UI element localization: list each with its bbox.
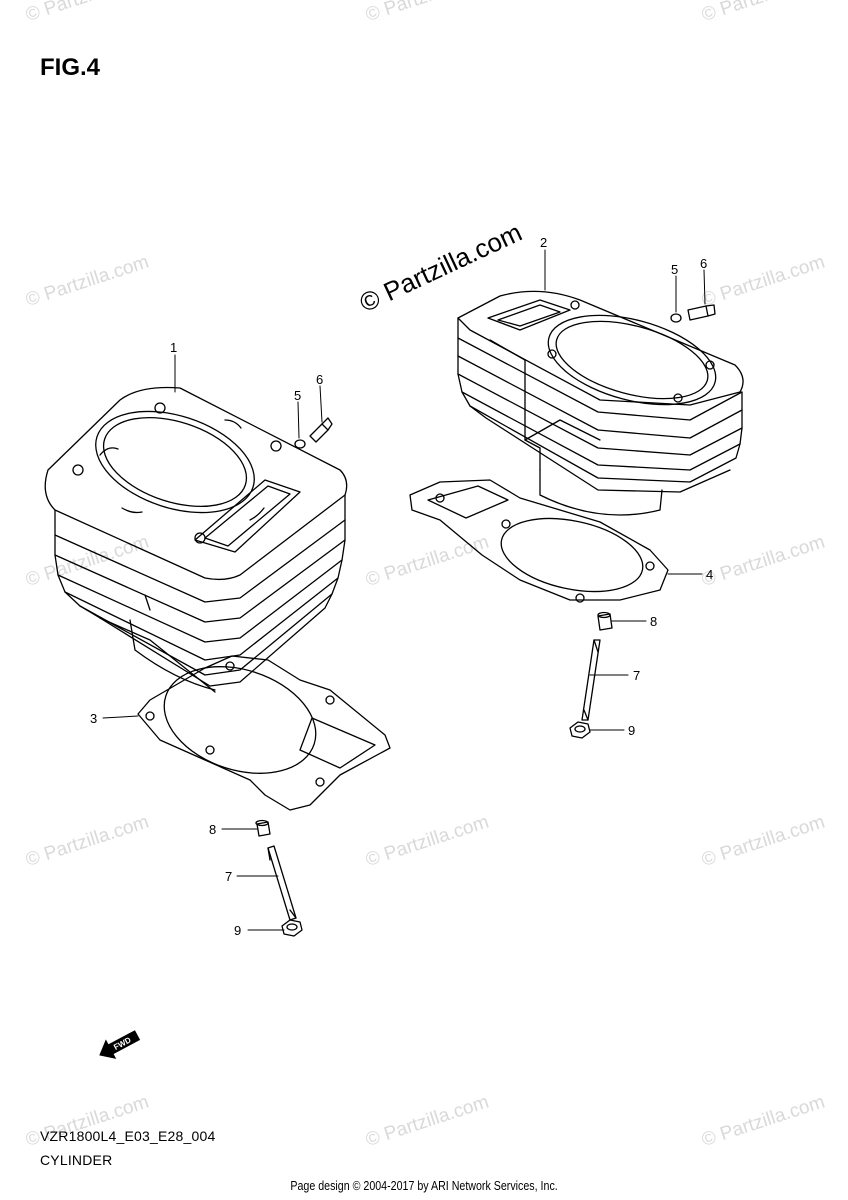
callout-8-front: 8 xyxy=(209,822,216,837)
front-nut[interactable] xyxy=(281,919,303,937)
callout-8-rear: 8 xyxy=(650,614,657,629)
callout-9-rear: 9 xyxy=(628,723,635,738)
callout-7-front: 7 xyxy=(225,869,232,884)
front-fitting[interactable] xyxy=(309,417,333,443)
callout-3: 3 xyxy=(90,711,97,726)
callout-5-front: 5 xyxy=(294,388,301,403)
rear-fitting[interactable] xyxy=(687,304,716,321)
front-o-ring[interactable] xyxy=(294,439,306,449)
callout-6-front: 6 xyxy=(316,372,323,387)
rear-dowel-pin[interactable] xyxy=(597,611,613,631)
figure-title: FIG.4 xyxy=(40,54,101,81)
diagram-caption: CYLINDER xyxy=(40,1152,113,1168)
page-footer: Page design © 2004-2017 by ARI Network S… xyxy=(0,1178,848,1193)
rear-nut[interactable] xyxy=(569,721,591,739)
rear-cylinder[interactable] xyxy=(457,290,744,516)
callout-7-rear: 7 xyxy=(633,668,640,683)
fwd-arrow-icon: FWD xyxy=(99,1030,141,1059)
front-cylinder[interactable] xyxy=(44,386,348,693)
callout-1: 1 xyxy=(170,340,177,355)
callout-9-front: 9 xyxy=(234,923,241,938)
callout-4: 4 xyxy=(706,567,713,582)
callout-2: 2 xyxy=(540,235,547,250)
callout-5-rear: 5 xyxy=(671,262,678,277)
rear-cylinder-gasket[interactable] xyxy=(409,479,669,603)
front-stud[interactable] xyxy=(267,845,297,921)
rear-stud[interactable] xyxy=(581,639,601,721)
diagram-code: VZR1800L4_E03_E28_004 xyxy=(40,1128,216,1144)
front-cylinder-gasket[interactable] xyxy=(137,648,391,811)
rear-o-ring[interactable] xyxy=(670,313,682,323)
callout-6-rear: 6 xyxy=(700,256,707,271)
front-dowel-pin[interactable] xyxy=(255,819,271,837)
footer-text: Page design © 2004-2017 by ARI Network S… xyxy=(290,1178,558,1193)
